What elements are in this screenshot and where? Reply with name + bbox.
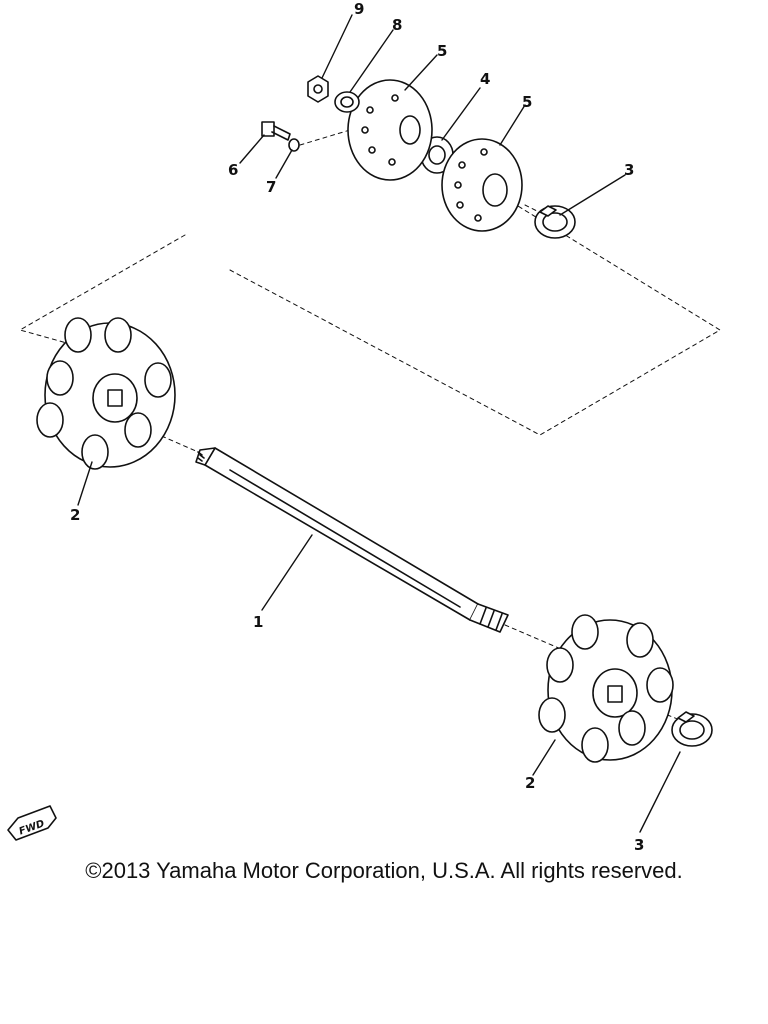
leader-lines [77, 14, 681, 833]
callout-5-left: 5 [437, 42, 447, 60]
drive-shaft [195, 447, 509, 633]
parts-diagram: 1 2 2 3 3 4 5 5 6 7 8 9 FWD [7, 0, 721, 854]
clamp-lower [671, 711, 713, 747]
plate-left [347, 79, 433, 181]
clamp-upper [534, 205, 576, 239]
callout-4: 4 [480, 70, 490, 88]
callout-2-right: 2 [525, 774, 535, 792]
fwd-arrow-icon [7, 805, 57, 841]
callout-2-left: 2 [70, 506, 80, 524]
sprocket-left [36, 317, 176, 470]
copyright-notice: ©2013 Yamaha Motor Corporation, U.S.A. A… [85, 858, 683, 883]
callout-5-right: 5 [522, 93, 532, 111]
small-washer [288, 138, 300, 152]
callout-6: 6 [228, 161, 238, 179]
callout-3-lower: 3 [634, 836, 644, 854]
plate-right [441, 138, 523, 232]
callout-9: 9 [354, 0, 364, 18]
nut [307, 75, 329, 103]
callout-8: 8 [392, 16, 402, 34]
sprocket-right [538, 614, 674, 763]
callout-7: 7 [266, 178, 276, 196]
washer [334, 91, 360, 113]
callout-3-upper: 3 [624, 161, 634, 179]
callout-1: 1 [253, 613, 263, 631]
bolt [261, 121, 291, 141]
